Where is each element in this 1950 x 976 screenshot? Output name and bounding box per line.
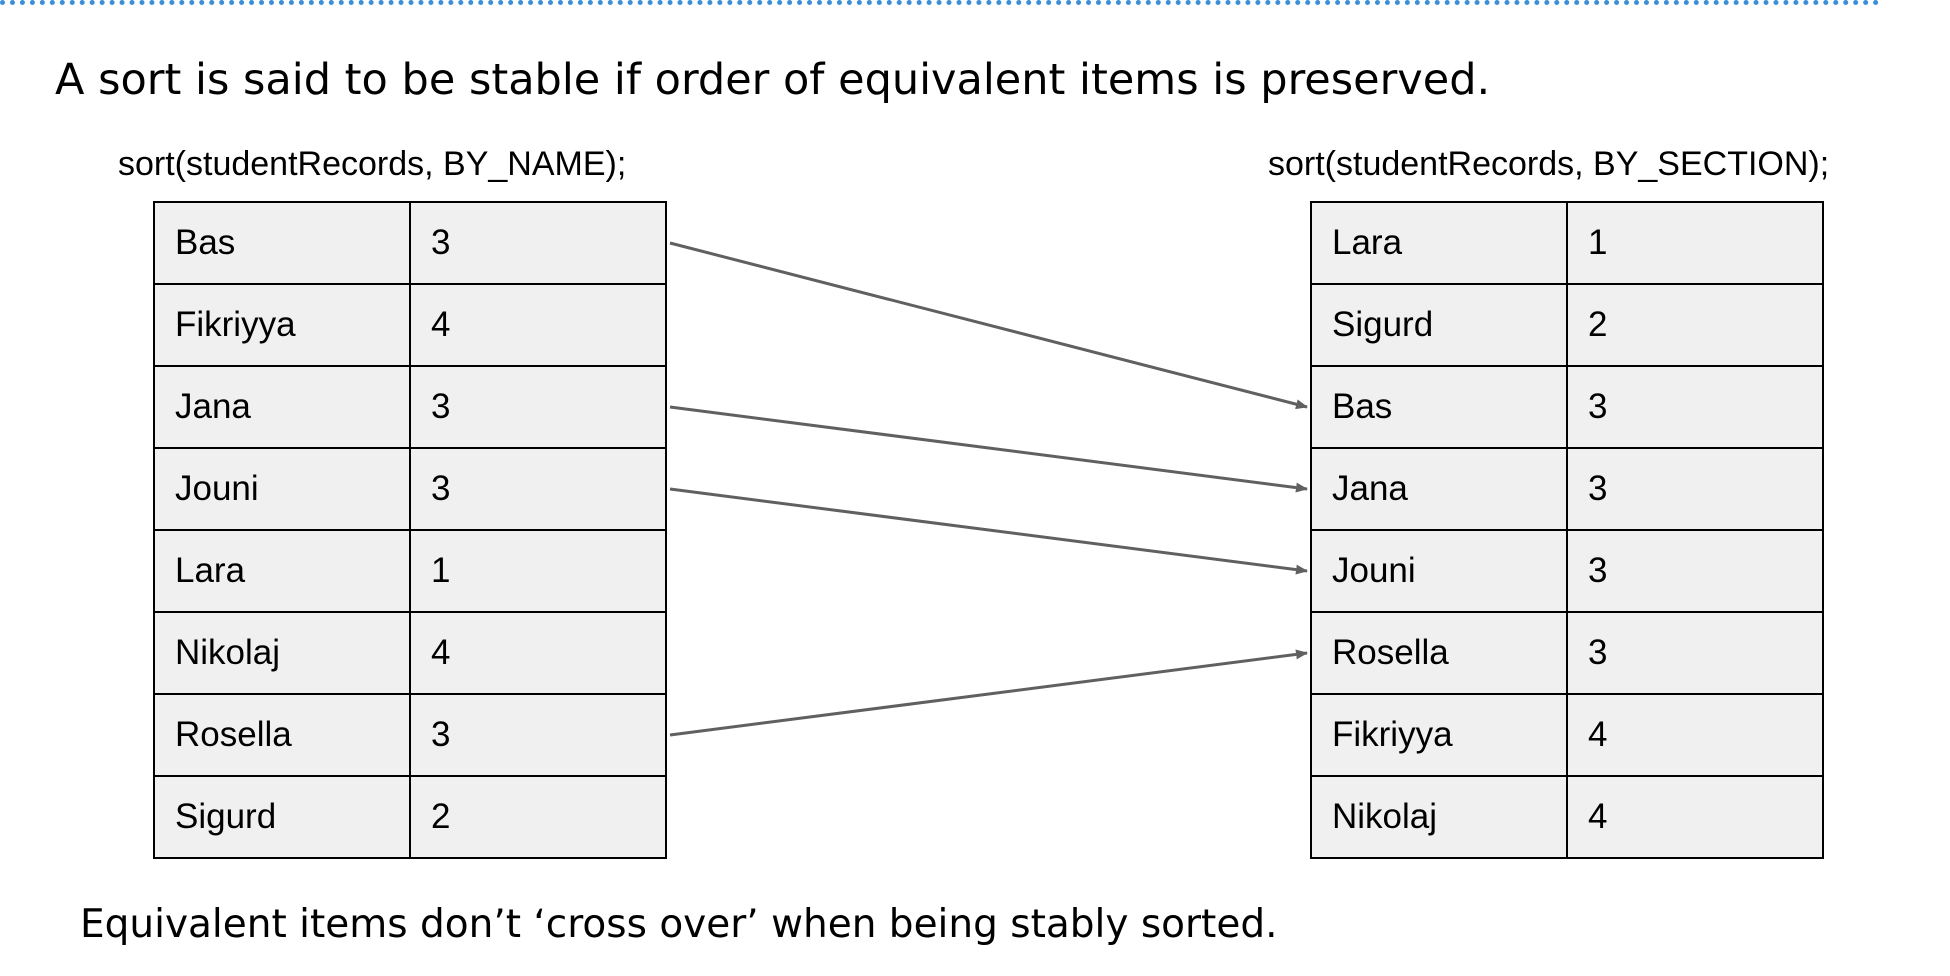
student-name: Fikriyya bbox=[1310, 693, 1568, 777]
student-name: Nikolaj bbox=[153, 611, 411, 695]
top-dotted-rule bbox=[0, 0, 1880, 5]
arrow-bas bbox=[669, 241, 1308, 410]
student-section: 3 bbox=[1566, 447, 1824, 531]
student-section: 3 bbox=[1566, 529, 1824, 613]
student-name: Jana bbox=[153, 365, 411, 449]
student-section: 1 bbox=[409, 529, 667, 613]
student-name: Nikolaj bbox=[1310, 775, 1568, 859]
student-section: 3 bbox=[409, 447, 667, 531]
student-section: 3 bbox=[409, 365, 667, 449]
student-section: 4 bbox=[1566, 775, 1824, 859]
student-section: 3 bbox=[409, 201, 667, 285]
student-section: 4 bbox=[409, 283, 667, 367]
student-name: Lara bbox=[153, 529, 411, 613]
student-name: Bas bbox=[1310, 365, 1568, 449]
sort-by-name-call: sort(studentRecords, BY_NAME); bbox=[118, 145, 627, 183]
student-section: 1 bbox=[1566, 201, 1824, 285]
student-name: Bas bbox=[153, 201, 411, 285]
student-name: Lara bbox=[1310, 201, 1568, 285]
sort-by-section-call: sort(studentRecords, BY_SECTION); bbox=[1268, 145, 1830, 183]
student-name: Sigurd bbox=[153, 775, 411, 859]
student-section: 3 bbox=[1566, 611, 1824, 695]
student-section: 4 bbox=[1566, 693, 1824, 777]
student-name: Jouni bbox=[1310, 529, 1568, 613]
arrow-jana bbox=[669, 405, 1308, 493]
student-section: 2 bbox=[1566, 283, 1824, 367]
student-name: Jouni bbox=[153, 447, 411, 531]
arrow-rosella bbox=[669, 649, 1308, 737]
student-section: 3 bbox=[409, 693, 667, 777]
student-name: Jana bbox=[1310, 447, 1568, 531]
student-section: 4 bbox=[409, 611, 667, 695]
student-name: Rosella bbox=[153, 693, 411, 777]
stability-caption: Equivalent items don’t ‘cross over’ when… bbox=[80, 902, 1278, 947]
slide-heading: A sort is said to be stable if order of … bbox=[55, 55, 1491, 105]
student-name: Rosella bbox=[1310, 611, 1568, 695]
arrow-jouni bbox=[669, 487, 1308, 575]
student-section: 2 bbox=[409, 775, 667, 859]
student-name: Sigurd bbox=[1310, 283, 1568, 367]
student-name: Fikriyya bbox=[153, 283, 411, 367]
student-section: 3 bbox=[1566, 365, 1824, 449]
